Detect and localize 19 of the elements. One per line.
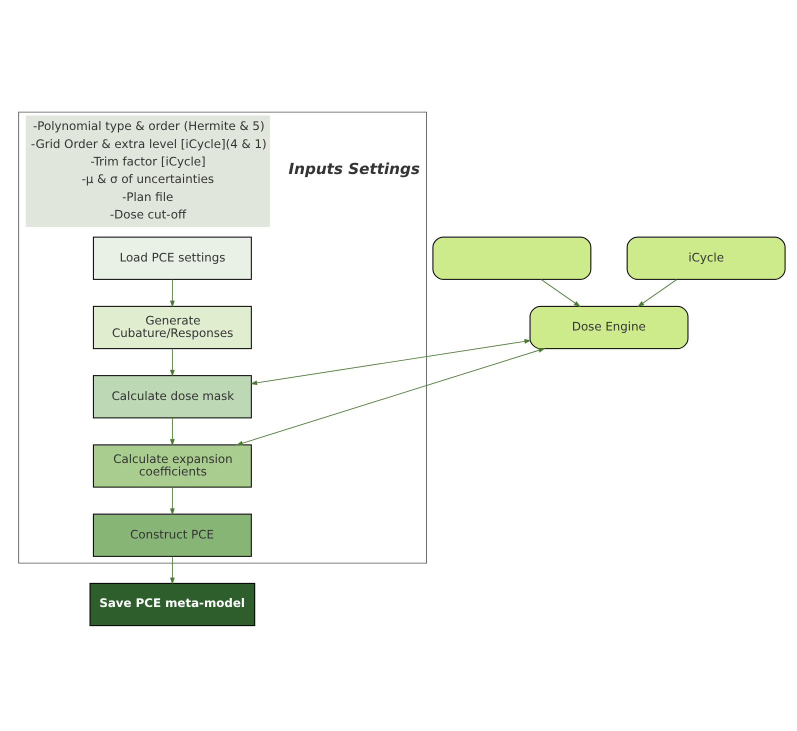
arrow: [170, 417, 175, 446]
arrow: [170, 348, 175, 377]
node-box: [432, 236, 592, 280]
node-box: Calculate expansion coefficients: [92, 444, 252, 488]
node-box: Load PCE settings: [92, 236, 252, 280]
arrow: [236, 348, 546, 446]
node-box: iCycle: [626, 236, 786, 280]
node-box: Generate Cubature/Responses: [92, 306, 252, 350]
arrow: [250, 339, 532, 386]
node-label: Inputs Settings: [288, 160, 420, 178]
arrow: [170, 278, 175, 308]
node-box: Save PCE meta-model: [90, 582, 256, 626]
node-box: Construct PCE: [92, 514, 252, 557]
arrow: [637, 278, 678, 307]
arrow: [170, 556, 175, 584]
node-box: Calculate dose mask: [92, 375, 252, 418]
node-box: Dose Engine: [530, 306, 688, 350]
arrow: [170, 486, 175, 516]
arrow: [540, 278, 581, 307]
